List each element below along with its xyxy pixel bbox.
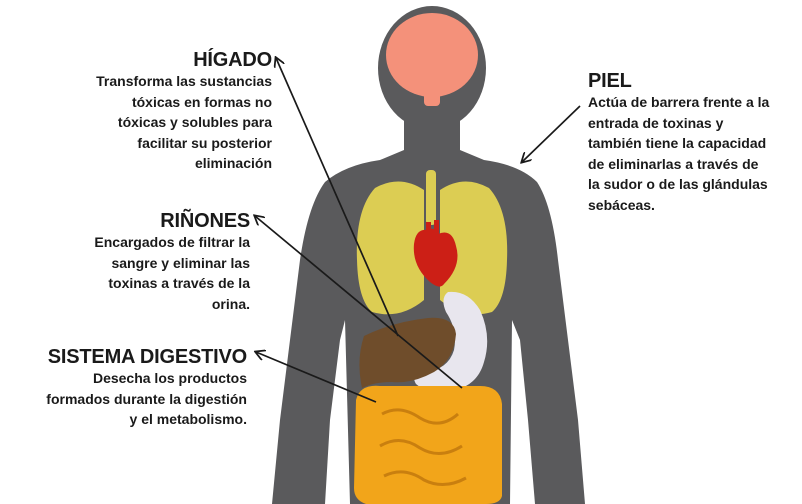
- label-line: Encargados de filtrar la: [40, 232, 250, 253]
- intestines: [354, 386, 502, 504]
- label-line: de eliminarlas a través de: [588, 154, 802, 175]
- arrow-piel: [522, 106, 580, 162]
- label-line: Actúa de barrera frente a la: [588, 92, 802, 113]
- label-line: tóxicas y solubles para: [40, 112, 272, 133]
- label-line: la sudor o de las glándulas: [588, 174, 802, 195]
- label-sistema-digestivo: SISTEMA DIGESTIVO Desecha los productos …: [0, 346, 247, 430]
- label-rinones: RIÑONES Encargados de filtrar la sangre …: [40, 210, 250, 314]
- label-line: sebáceas.: [588, 195, 802, 216]
- label-line: y el metabolismo.: [0, 409, 247, 430]
- label-line: facilitar su posterior: [40, 133, 272, 154]
- label-line: sangre y eliminar las: [40, 253, 250, 274]
- label-title: SISTEMA DIGESTIVO: [0, 346, 247, 368]
- label-title: PIEL: [588, 70, 802, 92]
- label-line: Desecha los productos: [0, 368, 247, 389]
- label-title: HÍGADO: [40, 49, 272, 71]
- label-line: Transforma las sustancias: [40, 71, 272, 92]
- label-piel: PIEL Actúa de barrera frente a la entrad…: [588, 70, 802, 215]
- label-title: RIÑONES: [40, 210, 250, 232]
- label-higado: HÍGADO Transforma las sustancias tóxicas…: [40, 49, 272, 174]
- label-line: toxinas a través de la: [40, 273, 250, 294]
- label-line: entrada de toxinas y: [588, 113, 802, 134]
- label-line: también tiene la capacidad: [588, 133, 802, 154]
- label-line: tóxicas en formas no: [40, 92, 272, 113]
- label-line: formados durante la digestión: [0, 389, 247, 410]
- label-line: eliminación: [40, 153, 272, 174]
- label-line: orina.: [40, 294, 250, 315]
